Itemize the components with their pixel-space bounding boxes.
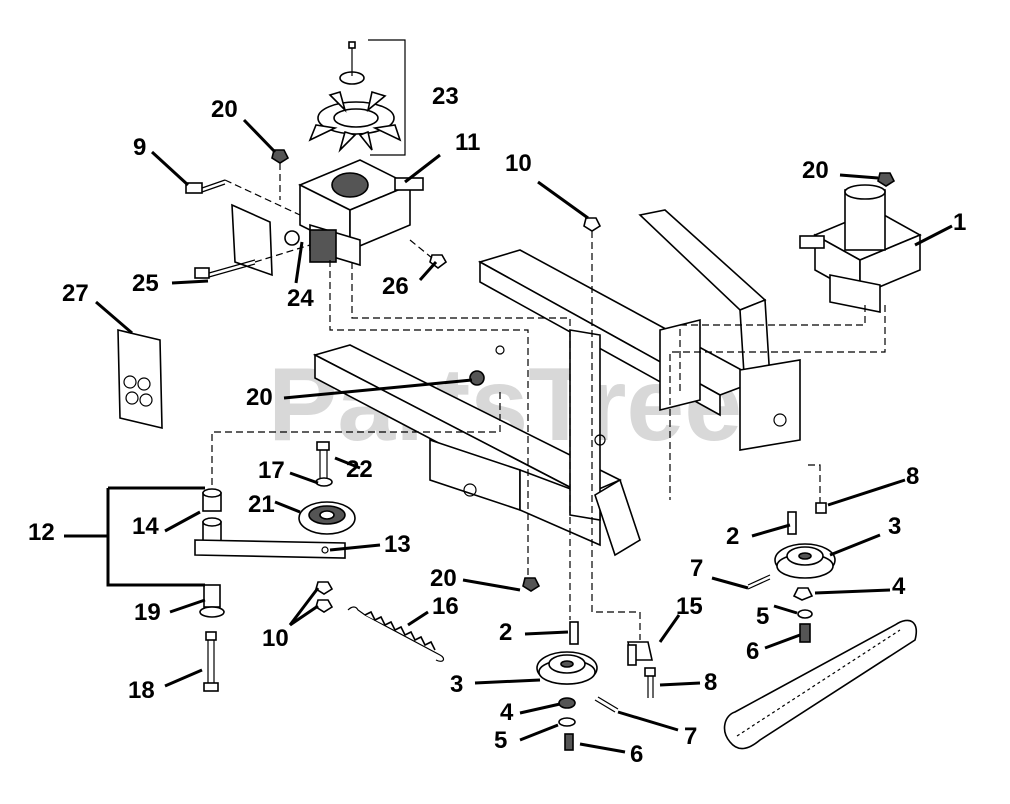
callout-2-right: 2 — [726, 523, 739, 550]
transmission-right — [799, 184, 922, 313]
callout-4-right: 4 — [892, 573, 906, 600]
callout-20-right: 20 — [802, 157, 829, 184]
callout-11: 11 — [455, 129, 480, 156]
transmission-left — [298, 159, 424, 267]
bolt-9 — [185, 179, 226, 194]
idler-assembly — [194, 441, 356, 692]
leader-lines — [64, 118, 953, 754]
nut-10-lower-a — [315, 581, 334, 595]
callout-21: 21 — [248, 491, 275, 518]
bracket-15 — [627, 641, 653, 666]
callout-26: 26 — [382, 273, 409, 300]
callout-12: 12 — [28, 519, 55, 546]
callout-8-right: 8 — [906, 463, 919, 490]
callout-3-right: 3 — [888, 513, 901, 540]
callout-19: 19 — [134, 599, 161, 626]
callout-5-lower: 5 — [494, 727, 507, 754]
callout-10-lower: 10 — [262, 625, 289, 652]
callout-9: 9 — [133, 134, 146, 161]
pulley-right — [747, 464, 836, 643]
nut-20-center — [469, 370, 485, 386]
nut-20-top — [271, 149, 290, 164]
callout-20-lower: 20 — [430, 565, 457, 592]
mower-frame — [312, 209, 801, 557]
nut-10-top — [583, 217, 602, 232]
callout-10-top: 10 — [505, 150, 532, 177]
bracket-25 — [194, 203, 300, 279]
callout-6-right: 6 — [746, 638, 759, 665]
callout-27: 27 — [62, 280, 89, 307]
callout-24: 24 — [287, 285, 314, 312]
callout-17: 17 — [258, 457, 285, 484]
callout-7-lower: 7 — [684, 723, 697, 750]
callout-18: 18 — [128, 677, 155, 704]
pulley-lower — [536, 621, 619, 751]
callout-4-lower: 4 — [500, 699, 514, 726]
callout-7-right: 7 — [690, 555, 703, 582]
callout-5-right: 5 — [756, 603, 769, 630]
callout-1: 1 — [953, 209, 966, 236]
spring-16 — [347, 606, 445, 662]
callout-25: 25 — [132, 270, 159, 297]
nut-20-right — [877, 172, 896, 187]
bracket-12 — [106, 488, 205, 587]
callout-3-lower: 3 — [450, 671, 463, 698]
callout-20-center: 20 — [246, 384, 273, 411]
callout-14: 14 — [132, 513, 159, 540]
callout-15: 15 — [676, 593, 703, 620]
decal-27 — [117, 328, 163, 430]
bolt-8-lower — [644, 667, 656, 698]
bracket-23 — [368, 39, 406, 156]
callout-13: 13 — [384, 531, 411, 558]
cooling-fan — [308, 41, 402, 153]
nut-10-lower-b — [315, 599, 334, 613]
nut-20-lower — [522, 577, 541, 592]
callout-23: 23 — [432, 83, 459, 110]
callout-2-lower: 2 — [499, 619, 512, 646]
callout-20-top: 20 — [211, 96, 238, 123]
drive-belt — [723, 619, 917, 750]
callout-labels: 1 20 10 11 23 20 9 25 24 26 27 20 8 2 3 … — [28, 83, 966, 768]
callout-16: 16 — [432, 593, 459, 620]
callout-6-lower: 6 — [630, 741, 643, 768]
callout-22: 22 — [346, 456, 373, 483]
callout-8-lower: 8 — [704, 669, 717, 696]
